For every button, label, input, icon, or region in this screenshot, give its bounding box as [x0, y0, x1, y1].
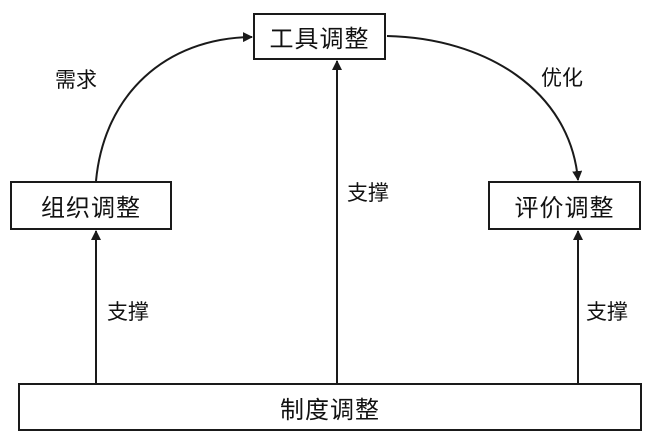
node-organization-adjustment: 组织调整	[10, 181, 172, 230]
arrow-org-to-tool	[95, 32, 253, 182]
arrow-tool-to-eval	[386, 35, 583, 181]
node-system-adjustment: 制度调整	[18, 383, 642, 431]
node-evaluation-adjustment: 评价调整	[488, 181, 641, 230]
node-organization-label: 组织调整	[41, 194, 141, 222]
edge-label-demand: 需求	[55, 68, 97, 92]
node-evaluation-label: 评价调整	[514, 194, 615, 222]
edge-label-support-right: 支撑	[586, 300, 628, 324]
edge-label-support-center: 支撑	[347, 181, 389, 205]
node-system-label: 制度调整	[280, 395, 380, 424]
node-tool-label: 工具调整	[269, 25, 370, 53]
edge-label-optimize: 优化	[541, 66, 583, 90]
edge-label-support-left: 支撑	[107, 300, 149, 324]
node-tool-adjustment: 工具调整	[253, 13, 386, 60]
